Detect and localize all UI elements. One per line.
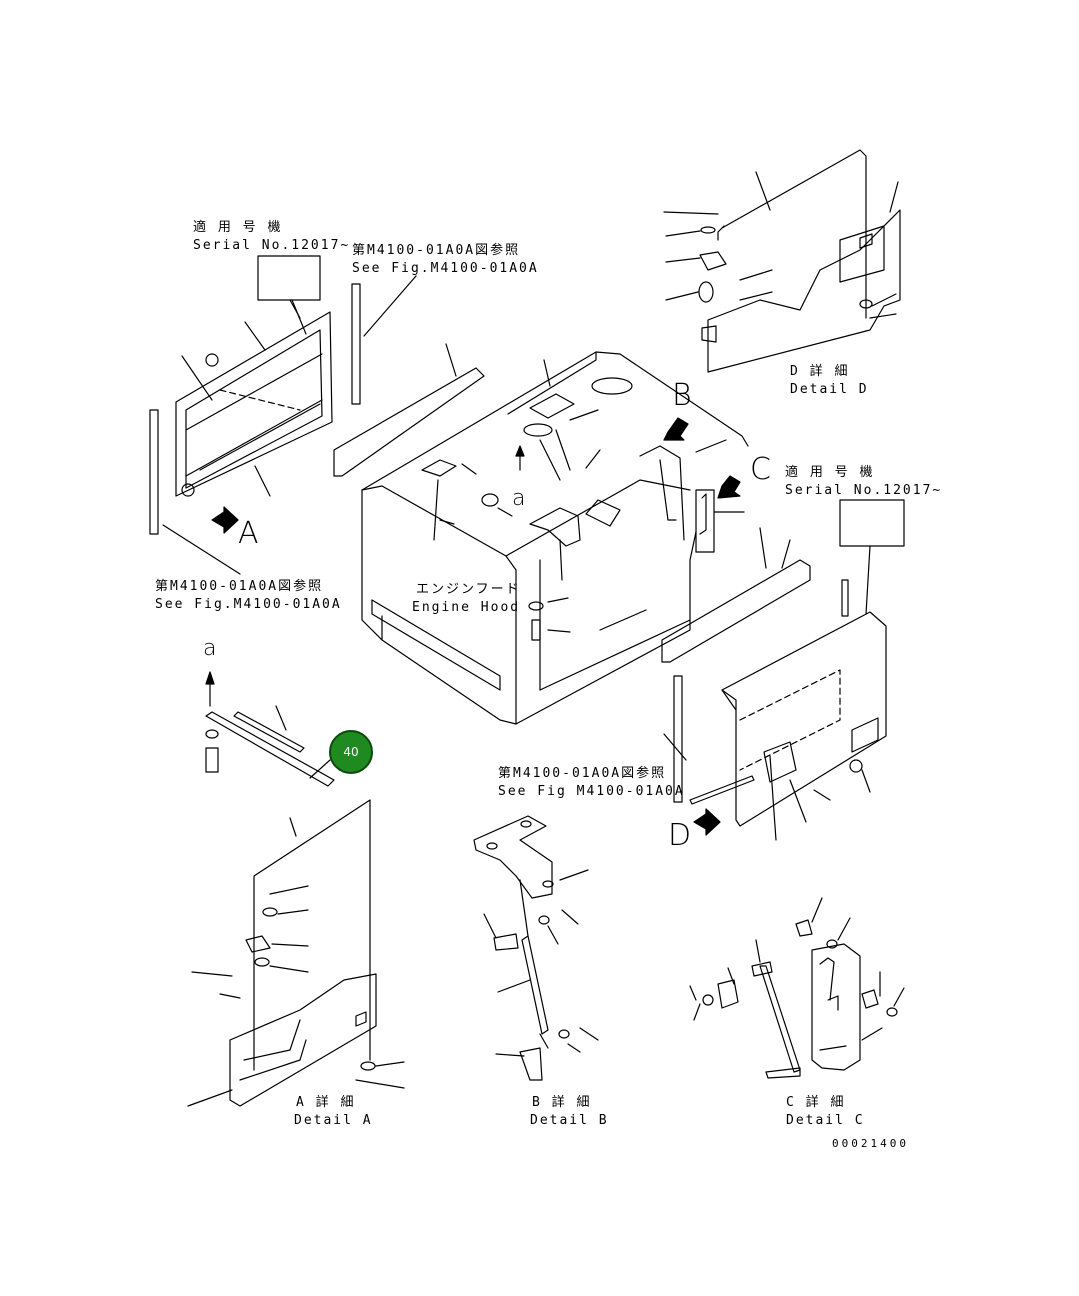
see-fig-bottom-jp: 第M4100-01A0A図参照	[498, 766, 667, 781]
detail-b-jp: B 詳 細	[532, 1095, 592, 1110]
detail-a-jp: A 詳 細	[296, 1095, 356, 1110]
serial-note-1-jp: 適 用 号 機	[193, 220, 283, 235]
detail-d-jp: D 詳 細	[790, 364, 850, 379]
seal-strip-top	[351, 283, 361, 405]
detail-a-en: Detail A	[294, 1113, 373, 1128]
see-fig-bottom-en: See Fig M4100-01A0A	[498, 784, 685, 799]
left-door-panel	[149, 299, 333, 575]
detail-b-drawing	[473, 815, 599, 1081]
serial-box-2	[839, 499, 905, 547]
callout-40[interactable]: 40	[329, 730, 373, 774]
serial-box-1	[257, 255, 321, 301]
view-letter-small-a2: a	[203, 636, 217, 661]
serial-note-2-en: Serial No.12017~	[785, 483, 943, 498]
bracket-assembly	[205, 671, 335, 787]
detail-b-en: Detail B	[530, 1113, 609, 1128]
detail-c-jp: C 詳 細	[786, 1095, 846, 1110]
see-fig-left-jp: 第M4100-01A0A図参照	[155, 579, 324, 594]
right-door-panel	[663, 579, 887, 841]
engine-hood-body	[361, 351, 749, 725]
cover-strip-right	[661, 559, 811, 663]
view-letter-c: C	[750, 452, 771, 487]
view-letter-d: D	[668, 818, 692, 853]
detail-d-panel	[663, 149, 901, 373]
detail-a-drawing	[187, 799, 405, 1107]
detail-c-drawing	[689, 897, 905, 1079]
detail-c-en: Detail C	[786, 1113, 865, 1128]
see-fig-left-en: See Fig.M4100-01A0A	[155, 597, 342, 612]
engine-hood-en: Engine Hood	[412, 600, 521, 615]
drawing-number: 00021400	[832, 1137, 909, 1150]
cover-strip-left	[333, 367, 485, 477]
view-letter-a: A	[238, 516, 259, 551]
see-fig-top-jp: 第M4100-01A0A図参照	[352, 243, 521, 258]
view-letter-small-a1: a	[512, 486, 526, 511]
detail-d-en: Detail D	[790, 382, 869, 397]
see-fig-top-en: See Fig.M4100-01A0A	[352, 261, 539, 276]
serial-note-2-jp: 適 用 号 機	[785, 465, 875, 480]
engine-hood-jp: エンジンフード	[416, 582, 521, 597]
view-letter-b: B	[672, 378, 692, 413]
serial-note-1-en: Serial No.12017~	[193, 238, 351, 253]
